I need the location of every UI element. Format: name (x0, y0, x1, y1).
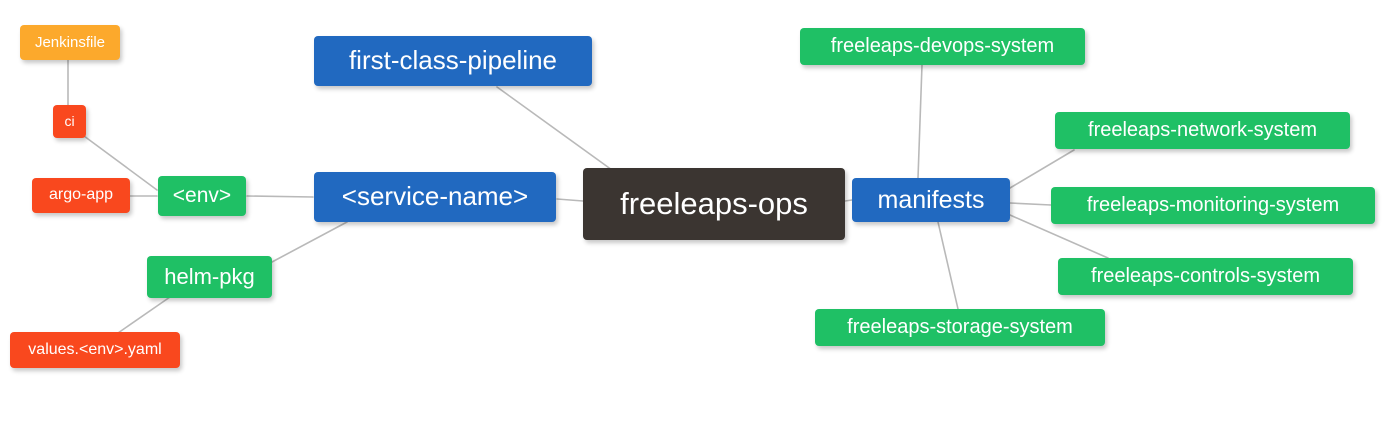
edge-freeleaps-ops-to-service-name (556, 198, 584, 202)
mindmap-node-first-class-pipeline[interactable]: first-class-pipeline (314, 36, 592, 86)
mindmap-node-label: Jenkinsfile (34, 33, 106, 51)
mindmap-node-label: freeleaps-controls-system (1091, 265, 1320, 287)
mindmap-node-freeleaps-storage-system[interactable]: freeleaps-storage-system (815, 309, 1105, 346)
mindmap-node-argo-app[interactable]: argo-app (32, 178, 130, 213)
mindmap-node-freeleaps-monitoring-system[interactable]: freeleaps-monitoring-system (1051, 187, 1375, 224)
mindmap-node-label: freeleaps-network-system (1088, 119, 1317, 141)
edge-manifests-to-freeleaps-devops-system (917, 64, 923, 179)
edge-freeleaps-ops-to-first-class-pipeline (496, 86, 613, 171)
edge-manifests-to-freeleaps-monitoring-system (1009, 202, 1052, 206)
mindmap-node-service-name[interactable]: <service-name> (314, 172, 556, 222)
mindmap-node-label: ci (64, 113, 75, 130)
edge-service-name-to-env (246, 195, 314, 198)
mindmap-node-ci[interactable]: ci (53, 105, 86, 138)
mindmap-node-freeleaps-ops[interactable]: freeleaps-ops (583, 168, 845, 240)
edge-manifests-to-freeleaps-network-system (1009, 149, 1075, 189)
mindmap-node-helm-pkg[interactable]: helm-pkg (147, 256, 272, 298)
mindmap-node-label: freeleaps-ops (620, 185, 808, 221)
mindmap-node-label: helm-pkg (164, 264, 255, 290)
mindmap-node-label: freeleaps-monitoring-system (1086, 194, 1340, 216)
edge-helm-pkg-to-values-env-yaml (117, 296, 171, 334)
mindmap-node-label: first-class-pipeline (348, 45, 558, 76)
mindmap-node-freeleaps-devops-system[interactable]: freeleaps-devops-system (800, 28, 1085, 65)
edge-manifests-to-freeleaps-storage-system (937, 221, 959, 310)
mindmap-node-label: manifests (877, 185, 985, 214)
mindmap-node-freeleaps-controls-system[interactable]: freeleaps-controls-system (1058, 258, 1353, 295)
edge-service-name-to-helm-pkg (271, 221, 348, 263)
mindmap-node-env[interactable]: <env> (158, 176, 246, 216)
mindmap-node-label: argo-app (48, 186, 114, 204)
mindmap-node-label: freeleaps-devops-system (830, 35, 1055, 57)
mindmap-node-jenkinsfile[interactable]: Jenkinsfile (20, 25, 120, 60)
mindmap-node-label: freeleaps-storage-system (847, 316, 1073, 338)
mindmap-node-values-env-yaml[interactable]: values.<env>.yaml (10, 332, 180, 368)
mindmap-node-label: <service-name> (341, 181, 529, 212)
mindmap-node-label: <env> (172, 183, 232, 207)
edge-freeleaps-ops-to-manifests (844, 199, 853, 202)
mindmap-node-manifests[interactable]: manifests (852, 178, 1010, 222)
mindmap-node-label: values.<env>.yaml (28, 340, 162, 358)
mindmap-node-freeleaps-network-system[interactable]: freeleaps-network-system (1055, 112, 1350, 149)
